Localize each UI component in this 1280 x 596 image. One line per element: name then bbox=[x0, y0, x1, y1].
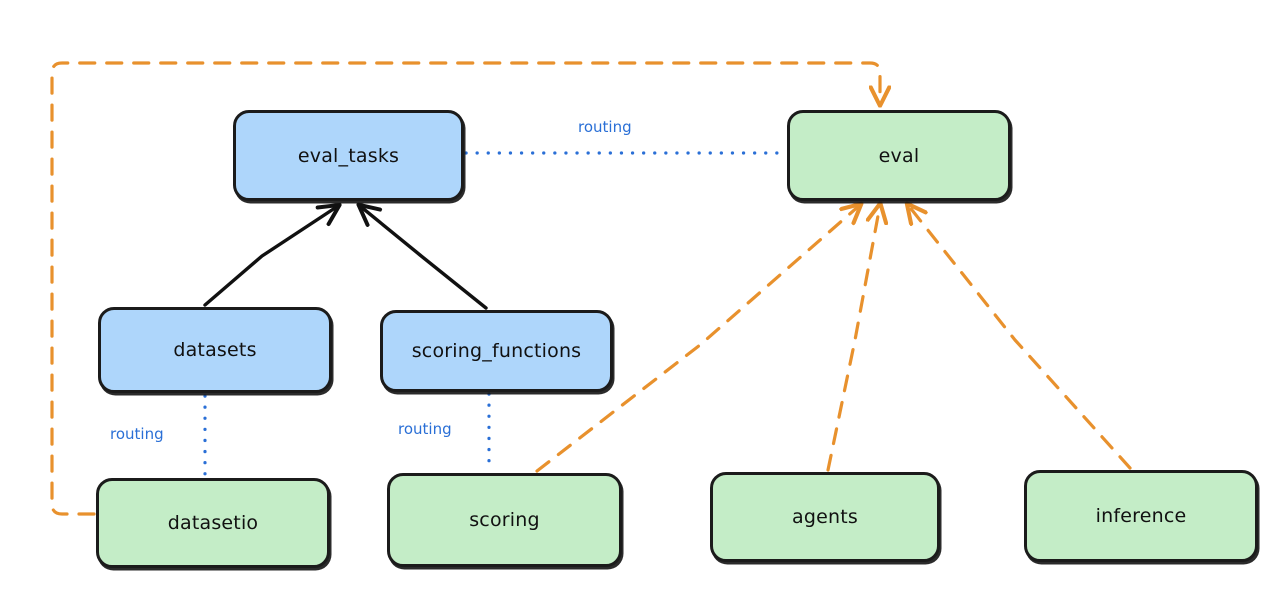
node-inference[interactable]: inference bbox=[1024, 470, 1258, 562]
node-label-eval-tasks: eval_tasks bbox=[297, 144, 400, 167]
node-label-datasetio: datasetio bbox=[167, 512, 259, 534]
node-scoring[interactable]: scoring bbox=[387, 473, 622, 567]
node-label-scoring: scoring bbox=[469, 509, 540, 531]
edge-label-routing-eval-tasks-eval: routing bbox=[578, 118, 632, 136]
edge-scoring-functions-to-eval-tasks bbox=[356, 202, 488, 310]
node-datasetio[interactable]: datasetio bbox=[96, 478, 330, 568]
node-eval[interactable]: eval bbox=[787, 110, 1011, 201]
node-label-agents: agents bbox=[792, 506, 858, 528]
edge-scoring-to-eval bbox=[535, 205, 860, 473]
edge-label-routing-datasets-datasetio: routing bbox=[110, 425, 164, 443]
edge-label-routing-scoring-functions-scoring: routing bbox=[398, 420, 452, 438]
edge-datasetio-to-eval bbox=[50, 61, 880, 516]
node-datasets[interactable]: datasets bbox=[98, 307, 332, 393]
node-agents[interactable]: agents bbox=[710, 472, 940, 562]
edge-datasets-to-eval-tasks bbox=[203, 202, 342, 307]
node-eval-tasks[interactable]: eval_tasks bbox=[233, 110, 464, 201]
node-label-inference: inference bbox=[1095, 505, 1187, 527]
edge-inference-to-eval bbox=[908, 205, 1132, 470]
node-label-eval: eval bbox=[878, 144, 920, 167]
edge-agents-to-eval bbox=[826, 205, 880, 472]
node-label-scoring-functions: scoring_functions bbox=[411, 340, 582, 362]
node-label-datasets: datasets bbox=[173, 339, 257, 361]
node-scoring-functions[interactable]: scoring_functions bbox=[380, 310, 613, 392]
